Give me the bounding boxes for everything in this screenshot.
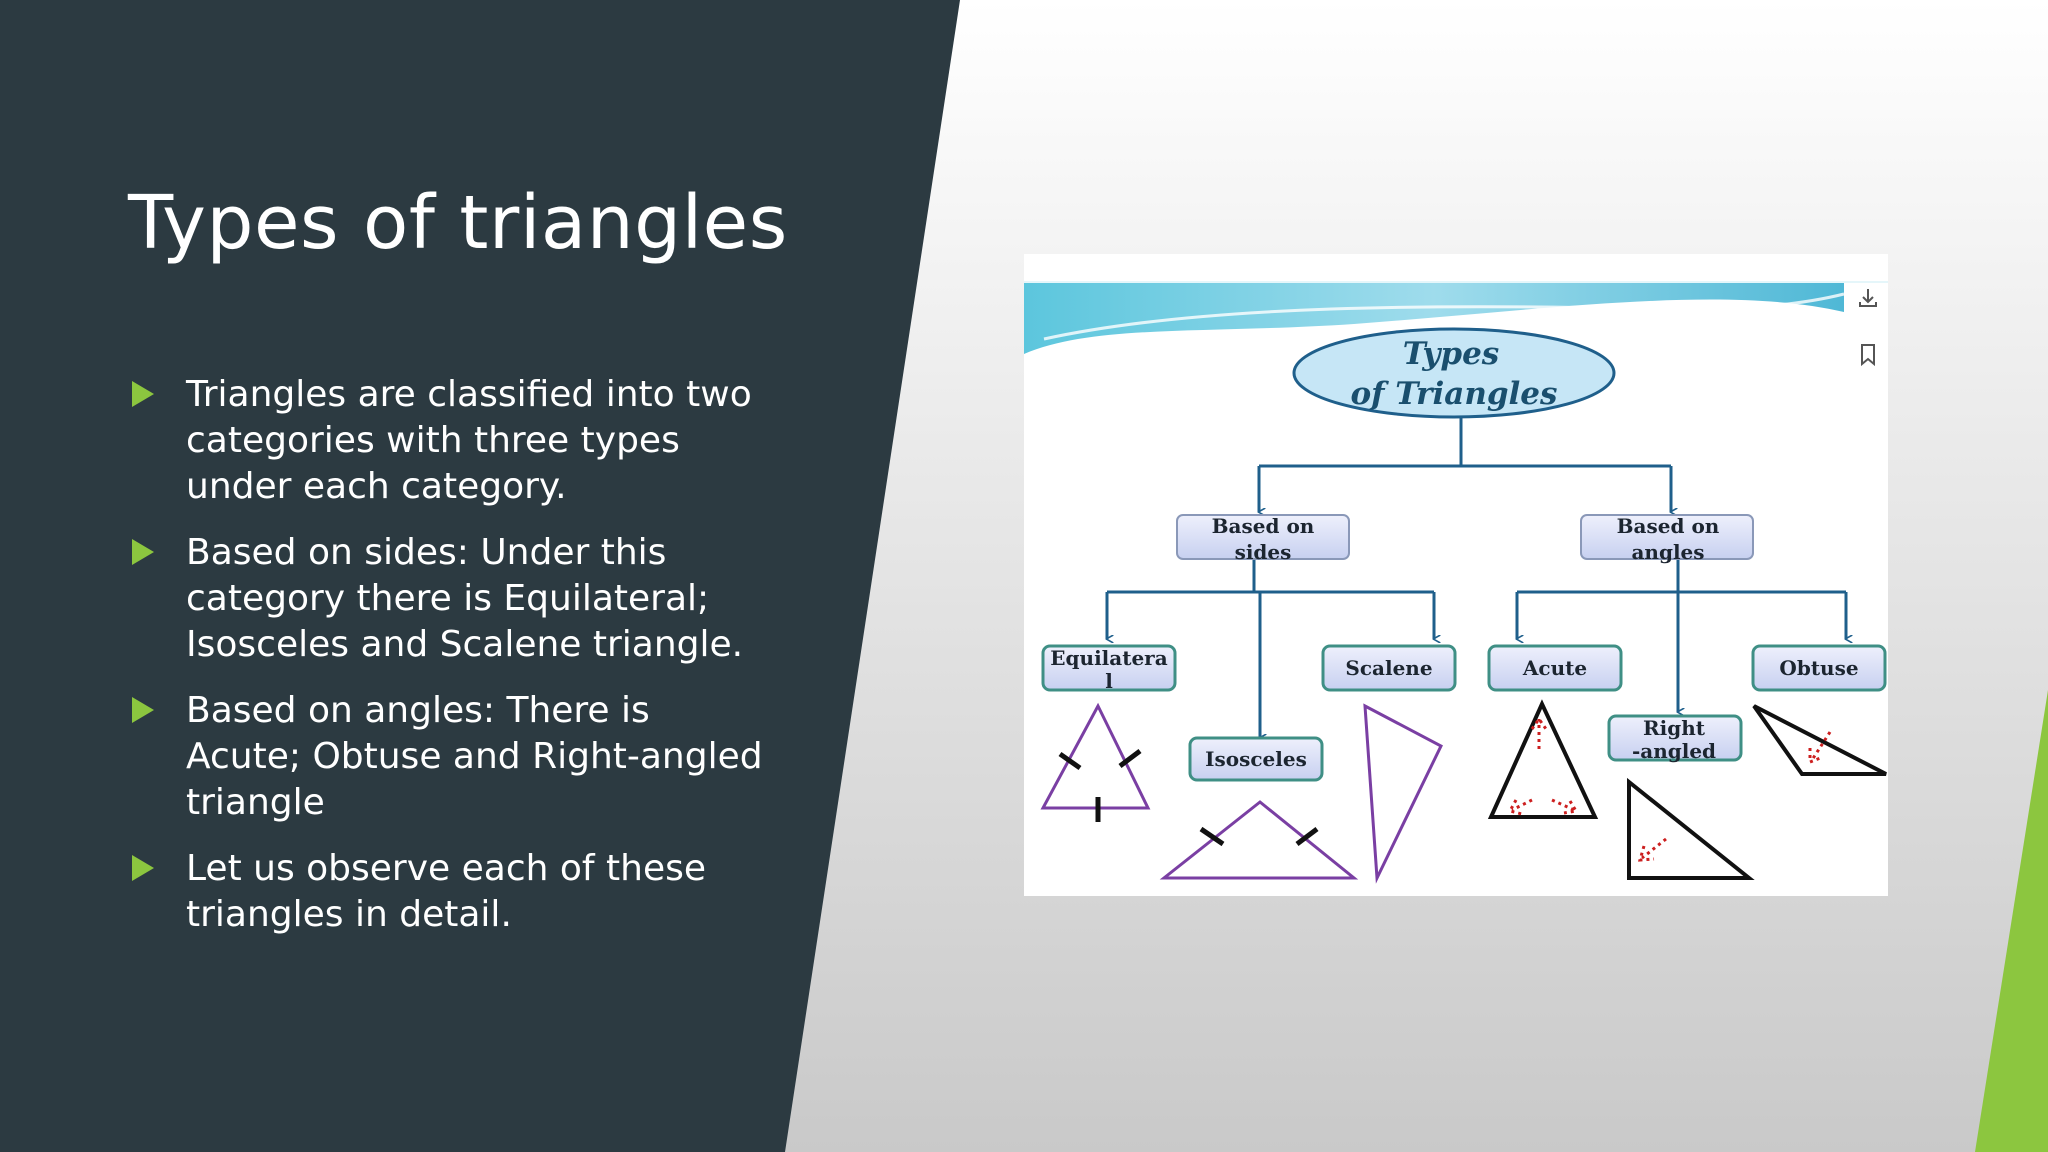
diagram-title-line2: of Triangles <box>1351 376 1558 412</box>
isosceles-triangle <box>1159 800 1359 880</box>
triangle-bullet-icon <box>132 697 154 723</box>
svg-text:Equilatera: Equilatera <box>1050 646 1167 670</box>
svg-text:sides: sides <box>1235 540 1292 564</box>
box-isosceles: Isosceles <box>1188 736 1324 782</box>
acute-triangle <box>1487 699 1599 819</box>
bullet-item: Let us observe each of these triangles i… <box>128 846 768 938</box>
triangle-bullet-icon <box>132 381 154 407</box>
title-ellipse <box>1292 327 1616 419</box>
bullet-list: Triangles are classified into two catego… <box>128 372 768 958</box>
bullet-item: Based on angles: There is Acute; Obtuse … <box>128 688 768 826</box>
equilateral-triangle <box>1040 702 1151 822</box>
box-right-angled: Right -angled <box>1607 714 1743 763</box>
box-acute: Acute <box>1487 644 1623 692</box>
svg-text:angles: angles <box>1631 540 1704 564</box>
svg-text:Based on: Based on <box>1617 514 1720 538</box>
diagram-title-line1: Types <box>1403 336 1500 372</box>
triangle-bullet-icon <box>132 855 154 881</box>
tree-connectors <box>1107 417 1846 738</box>
bullet-item: Based on sides: Under this category ther… <box>128 530 768 668</box>
box-equilateral: Equilatera l <box>1041 644 1177 693</box>
svg-text:Based on: Based on <box>1212 514 1315 538</box>
bullet-text: Triangles are classified into two catego… <box>186 374 752 507</box>
box-based-on-sides: Based on sides <box>1176 514 1350 564</box>
bullet-text: Let us observe each of these triangles i… <box>186 848 707 935</box>
right-angled-triangle <box>1627 777 1755 880</box>
svg-text:Right: Right <box>1643 716 1706 740</box>
wave-banner <box>1024 281 1888 354</box>
obtuse-triangle <box>1752 704 1887 776</box>
slide-title: Types of triangles <box>128 180 788 266</box>
download-icon[interactable] <box>1856 286 1880 310</box>
bullet-text: Based on sides: Under this category ther… <box>186 532 744 665</box>
types-of-triangles-diagram: Types of Triangles Based on sides <box>1024 254 1888 896</box>
svg-text:Obtuse: Obtuse <box>1779 656 1858 680</box>
box-obtuse: Obtuse <box>1751 644 1887 692</box>
svg-text:-angled: -angled <box>1632 739 1716 763</box>
bookmark-icon[interactable] <box>1856 342 1880 367</box>
svg-text:Acute: Acute <box>1522 656 1587 680</box>
svg-text:Scalene: Scalene <box>1345 656 1432 680</box>
svg-text:Isosceles: Isosceles <box>1205 747 1307 771</box>
scalene-triangle <box>1363 703 1443 884</box>
bullet-text: Based on angles: There is Acute; Obtuse … <box>186 690 763 823</box>
box-based-on-angles: Based on angles <box>1580 514 1754 564</box>
triangle-bullet-icon <box>132 539 154 565</box>
svg-text:l: l <box>1105 669 1113 693</box>
bullet-item: Triangles are classified into two catego… <box>128 372 768 510</box>
box-scalene: Scalene <box>1321 644 1457 692</box>
